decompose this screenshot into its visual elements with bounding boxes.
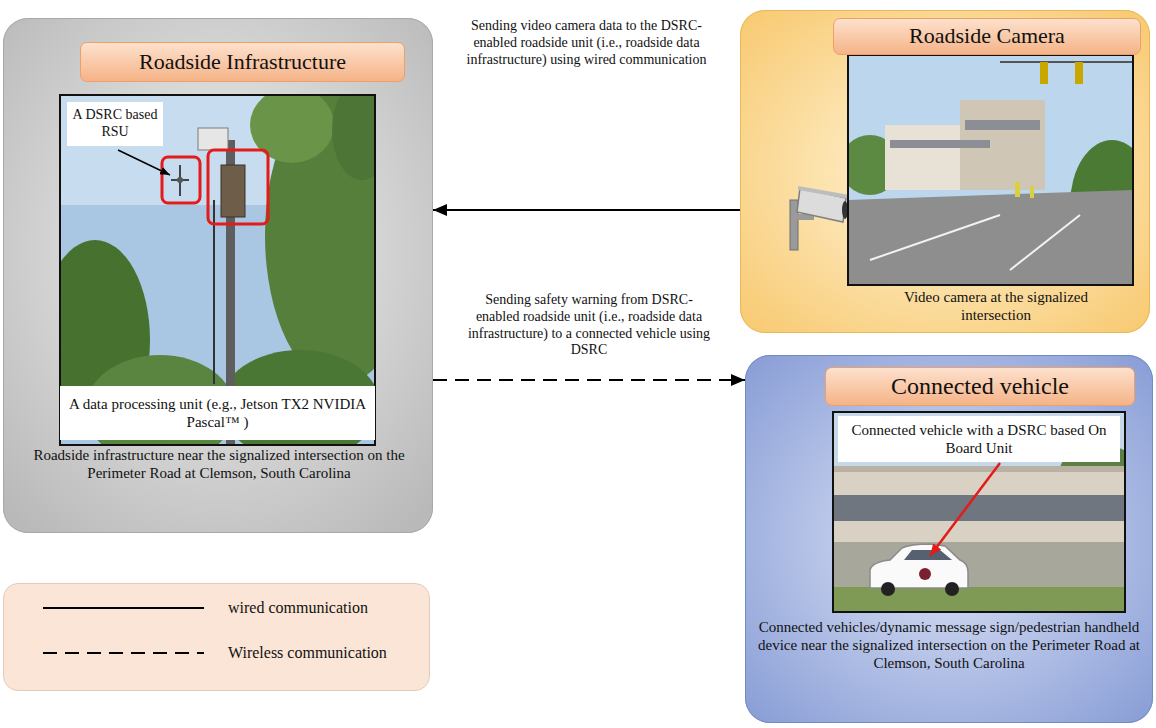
header-text: Roadside Infrastructure: [85, 49, 400, 75]
legend-row: wired communication: [41, 596, 368, 620]
photo-window: [965, 120, 1040, 130]
panel: Roadside CameraVideo camera at the signa…: [740, 10, 1150, 333]
highlight-box: [208, 150, 268, 224]
photo-person: [1030, 186, 1034, 198]
panel-fill: [745, 355, 1153, 723]
header-text: Connected vehicle: [830, 372, 1130, 401]
leader-line: [118, 150, 170, 175]
label-text: A data processing unit (e.g., Jetson TX2…: [64, 395, 371, 431]
panel-caption: Connected vehicles/dynamic message sign/…: [756, 618, 1142, 672]
photo-signal: [1075, 62, 1083, 84]
header-text: Roadside Camera: [838, 23, 1136, 49]
connector: [433, 379, 745, 381]
photo-cabinet: [221, 165, 245, 217]
photo-window: [833, 495, 1125, 521]
vehicle-photo: [833, 412, 1125, 612]
panel: Connected vehicleConnected vehicle with …: [745, 355, 1153, 723]
legend-box: wired communicationWireless communicatio…: [3, 583, 430, 691]
legend-line: [43, 607, 204, 609]
photo-lane: [870, 215, 1000, 260]
photo-signal: [1040, 62, 1048, 84]
photo-grass: [833, 587, 1125, 612]
photo-sky: [833, 412, 1125, 612]
camera-icon: [790, 186, 850, 250]
photo-signal-arm: [1000, 61, 1133, 63]
photo-roof: [833, 466, 1125, 472]
photo-lamp: [198, 128, 228, 150]
panel-header: Connected vehicle: [825, 367, 1135, 406]
edge-label: Sending safety warning from DSRC-enabled…: [464, 292, 714, 359]
camera-hood: [798, 186, 850, 199]
photo-frame: [848, 55, 1133, 285]
legend-text: wired communication: [228, 598, 368, 617]
photo-label: Connected vehicle with a DSRC based On B…: [838, 416, 1120, 462]
photo-car-wheel: [945, 582, 959, 596]
photo-road: [848, 190, 1133, 285]
panel-caption: Video camera at the signalized intersect…: [876, 288, 1116, 324]
edge-label-box: Sending safety warning from DSRC-enabled…: [464, 292, 714, 359]
photo-window: [890, 140, 990, 148]
photo-car-wheel: [881, 582, 895, 596]
photo-building: [833, 468, 1125, 542]
photo-car-logo: [919, 568, 931, 580]
intersection-photo: [848, 55, 1133, 285]
legend-sample: [41, 641, 206, 665]
highlight-box: [162, 157, 200, 203]
photo-tree: [250, 95, 334, 163]
photo-frame: [60, 95, 375, 445]
label-text: A DSRC based RSU: [71, 107, 159, 141]
pointer-arrow: [930, 463, 1000, 556]
photo-label: A DSRC based RSU: [67, 102, 163, 146]
edge-label: Sending video camera data to the DSRC-en…: [462, 18, 712, 68]
photo-car: [870, 544, 968, 588]
connector: [433, 209, 740, 211]
camera-mount: [790, 200, 798, 250]
panel-header: Roadside Camera: [833, 18, 1141, 55]
photo-person: [1015, 182, 1020, 197]
legend-row: Wireless communication: [41, 641, 387, 665]
photo-cable: [213, 200, 215, 384]
photo-car-window: [904, 550, 952, 560]
photo-antenna: [177, 177, 183, 183]
photo-lane: [1010, 215, 1080, 270]
legend-text: Wireless communication: [228, 643, 387, 662]
photo-ground: [833, 542, 1125, 587]
label-text: Connected vehicle with a DSRC based On B…: [842, 421, 1116, 457]
infrastructure-photo: [60, 95, 375, 445]
panel: Roadside Infrastructure A DSRC based RSU A…: [3, 18, 433, 533]
edge-label-box: Sending video camera data to the DSRC-en…: [462, 18, 712, 68]
panel-header: Roadside Infrastructure: [80, 42, 405, 82]
legend-sample: [41, 596, 206, 620]
photo-label: A data processing unit (e.g., Jetson TX2…: [60, 386, 375, 440]
photo-frame: [833, 412, 1125, 612]
legend-line: [43, 652, 204, 654]
panel-caption: Roadside infrastructure near the signali…: [12, 446, 426, 482]
panel-fill: [3, 18, 433, 533]
photo-tree: [332, 95, 375, 180]
